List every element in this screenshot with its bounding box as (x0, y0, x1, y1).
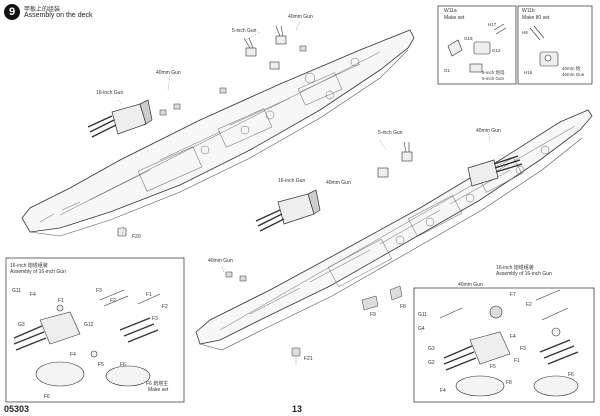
inset2-part: H8 (522, 30, 528, 35)
inset1-part: G19 (464, 36, 473, 41)
inset1-part: H17 (488, 22, 497, 27)
part-f20-shape (117, 227, 127, 237)
inset2-part: H16 (524, 70, 533, 75)
box-left-part: F3 (96, 288, 102, 294)
box-right-part: G2 (428, 360, 435, 366)
box-right-part: F1 (514, 358, 520, 364)
box-right-title-en: Assembly of 16-inch Gun (496, 271, 552, 277)
step-title-en: Assembly on the deck (24, 12, 93, 19)
product-code: 05303 (4, 404, 30, 414)
step-title-cn: 甲板上的组装 (24, 7, 61, 13)
lower-5inch-guns (377, 141, 413, 178)
inset1-caption2: 5-inch Gun (482, 76, 505, 81)
inset1-part: G12 (492, 48, 501, 53)
box-left-illustration (13, 289, 161, 387)
box-right-part: G3 (428, 346, 435, 352)
box-left-note-cn: F6 炮塔主 (146, 381, 169, 387)
inset1-subtitle: Make set (444, 15, 465, 21)
box-right-gun-note: 40mm Gun (458, 282, 483, 288)
upper-main-turret (87, 99, 153, 138)
box-right-title-cn: 16-inch 炮塔组装 (496, 265, 534, 271)
part-f9: F9 (370, 312, 376, 318)
label-40mm-gun-right: 40mm Gun (476, 128, 501, 134)
box-left-part: F1 (58, 298, 64, 304)
box-left-part: F6 (120, 362, 126, 368)
upper-ship-hull (21, 29, 415, 237)
box-right-part: F7 (510, 292, 516, 298)
box-left-part: F3 (152, 316, 158, 322)
box-right-part: G11 (418, 312, 428, 318)
label-40mm-gun-top: 40mm Gun (288, 14, 313, 20)
leader-lines (117, 21, 491, 364)
box-left-part: F1 (146, 292, 152, 298)
box-left-title-cn: 16-inch 炮塔组装 (10, 263, 48, 269)
box-right-part: F4 (440, 388, 446, 394)
box-left-part: G12 (84, 322, 94, 328)
box-left-part: F4 (70, 352, 76, 358)
box-right-part: F5 (490, 364, 496, 370)
label-16inch-gun-left: 16-inch Gun (96, 90, 124, 96)
inset1-title: W11a (444, 8, 457, 14)
label-40mm-gun-mid: 40mm Gun (326, 180, 351, 186)
inset-frames (437, 5, 593, 85)
inset2-title: W11b (522, 8, 535, 14)
step-number-badge: 9 (4, 4, 20, 20)
upper-ship-details (39, 51, 381, 223)
box-left-title-en: Assembly of 16-inch Gun (10, 269, 66, 275)
box-left-part: F4 (30, 292, 36, 298)
inset2-caption: 40mm 炮 (562, 66, 581, 71)
inset1-caption: 5-inch 炮塔 (482, 70, 505, 75)
box-right-illustration (439, 289, 579, 397)
label-5inch-gun-top: 5-inch Gun (232, 28, 257, 34)
upper-40mm-guns (159, 45, 307, 116)
box-right-part: F4 (510, 334, 516, 340)
part-f20: F20 (132, 234, 141, 240)
part-f8: F8 (400, 304, 406, 310)
lower-rear-turret (467, 155, 523, 187)
upper-5inch-guns (243, 25, 287, 70)
box-left-part: F5 (98, 362, 104, 368)
inset1-part: G1 (444, 68, 451, 73)
box-right-frame (413, 287, 595, 403)
box-left-part: G11 (12, 288, 22, 294)
box-left-part: F6 (44, 394, 50, 400)
lower-ship-details (219, 125, 576, 331)
box-left-note-en: Make set (148, 387, 169, 393)
label-40mm-gun-low: 40mm Gun (208, 258, 233, 264)
lower-small-parts (225, 271, 403, 357)
inset2-caption2: 40mm Gun (562, 72, 585, 77)
box-left-part: F2 (110, 298, 116, 304)
box-left-part: G3 (18, 322, 25, 328)
part-f21: F21 (304, 356, 313, 362)
page-number: 13 (292, 404, 303, 414)
label-16inch-gun-mid: 16-inch Gun (278, 178, 306, 184)
box-right-part: G4 (418, 326, 425, 332)
inset-illustrations (447, 23, 559, 73)
lower-main-turret (255, 189, 321, 232)
box-right-part: F2 (526, 302, 532, 308)
label-40mm-gun-left: 40mm Gun (156, 70, 181, 76)
box-right-part: F3 (520, 346, 526, 352)
label-5inch-gun-mid: 5-inch Gun (378, 130, 403, 136)
inset2-subtitle: Make 80 set (522, 15, 550, 21)
box-left-part: F2 (162, 304, 168, 310)
box-right-part: F6 (568, 372, 574, 378)
box-left-frame (5, 257, 185, 403)
box-right-part: F8 (506, 380, 512, 386)
